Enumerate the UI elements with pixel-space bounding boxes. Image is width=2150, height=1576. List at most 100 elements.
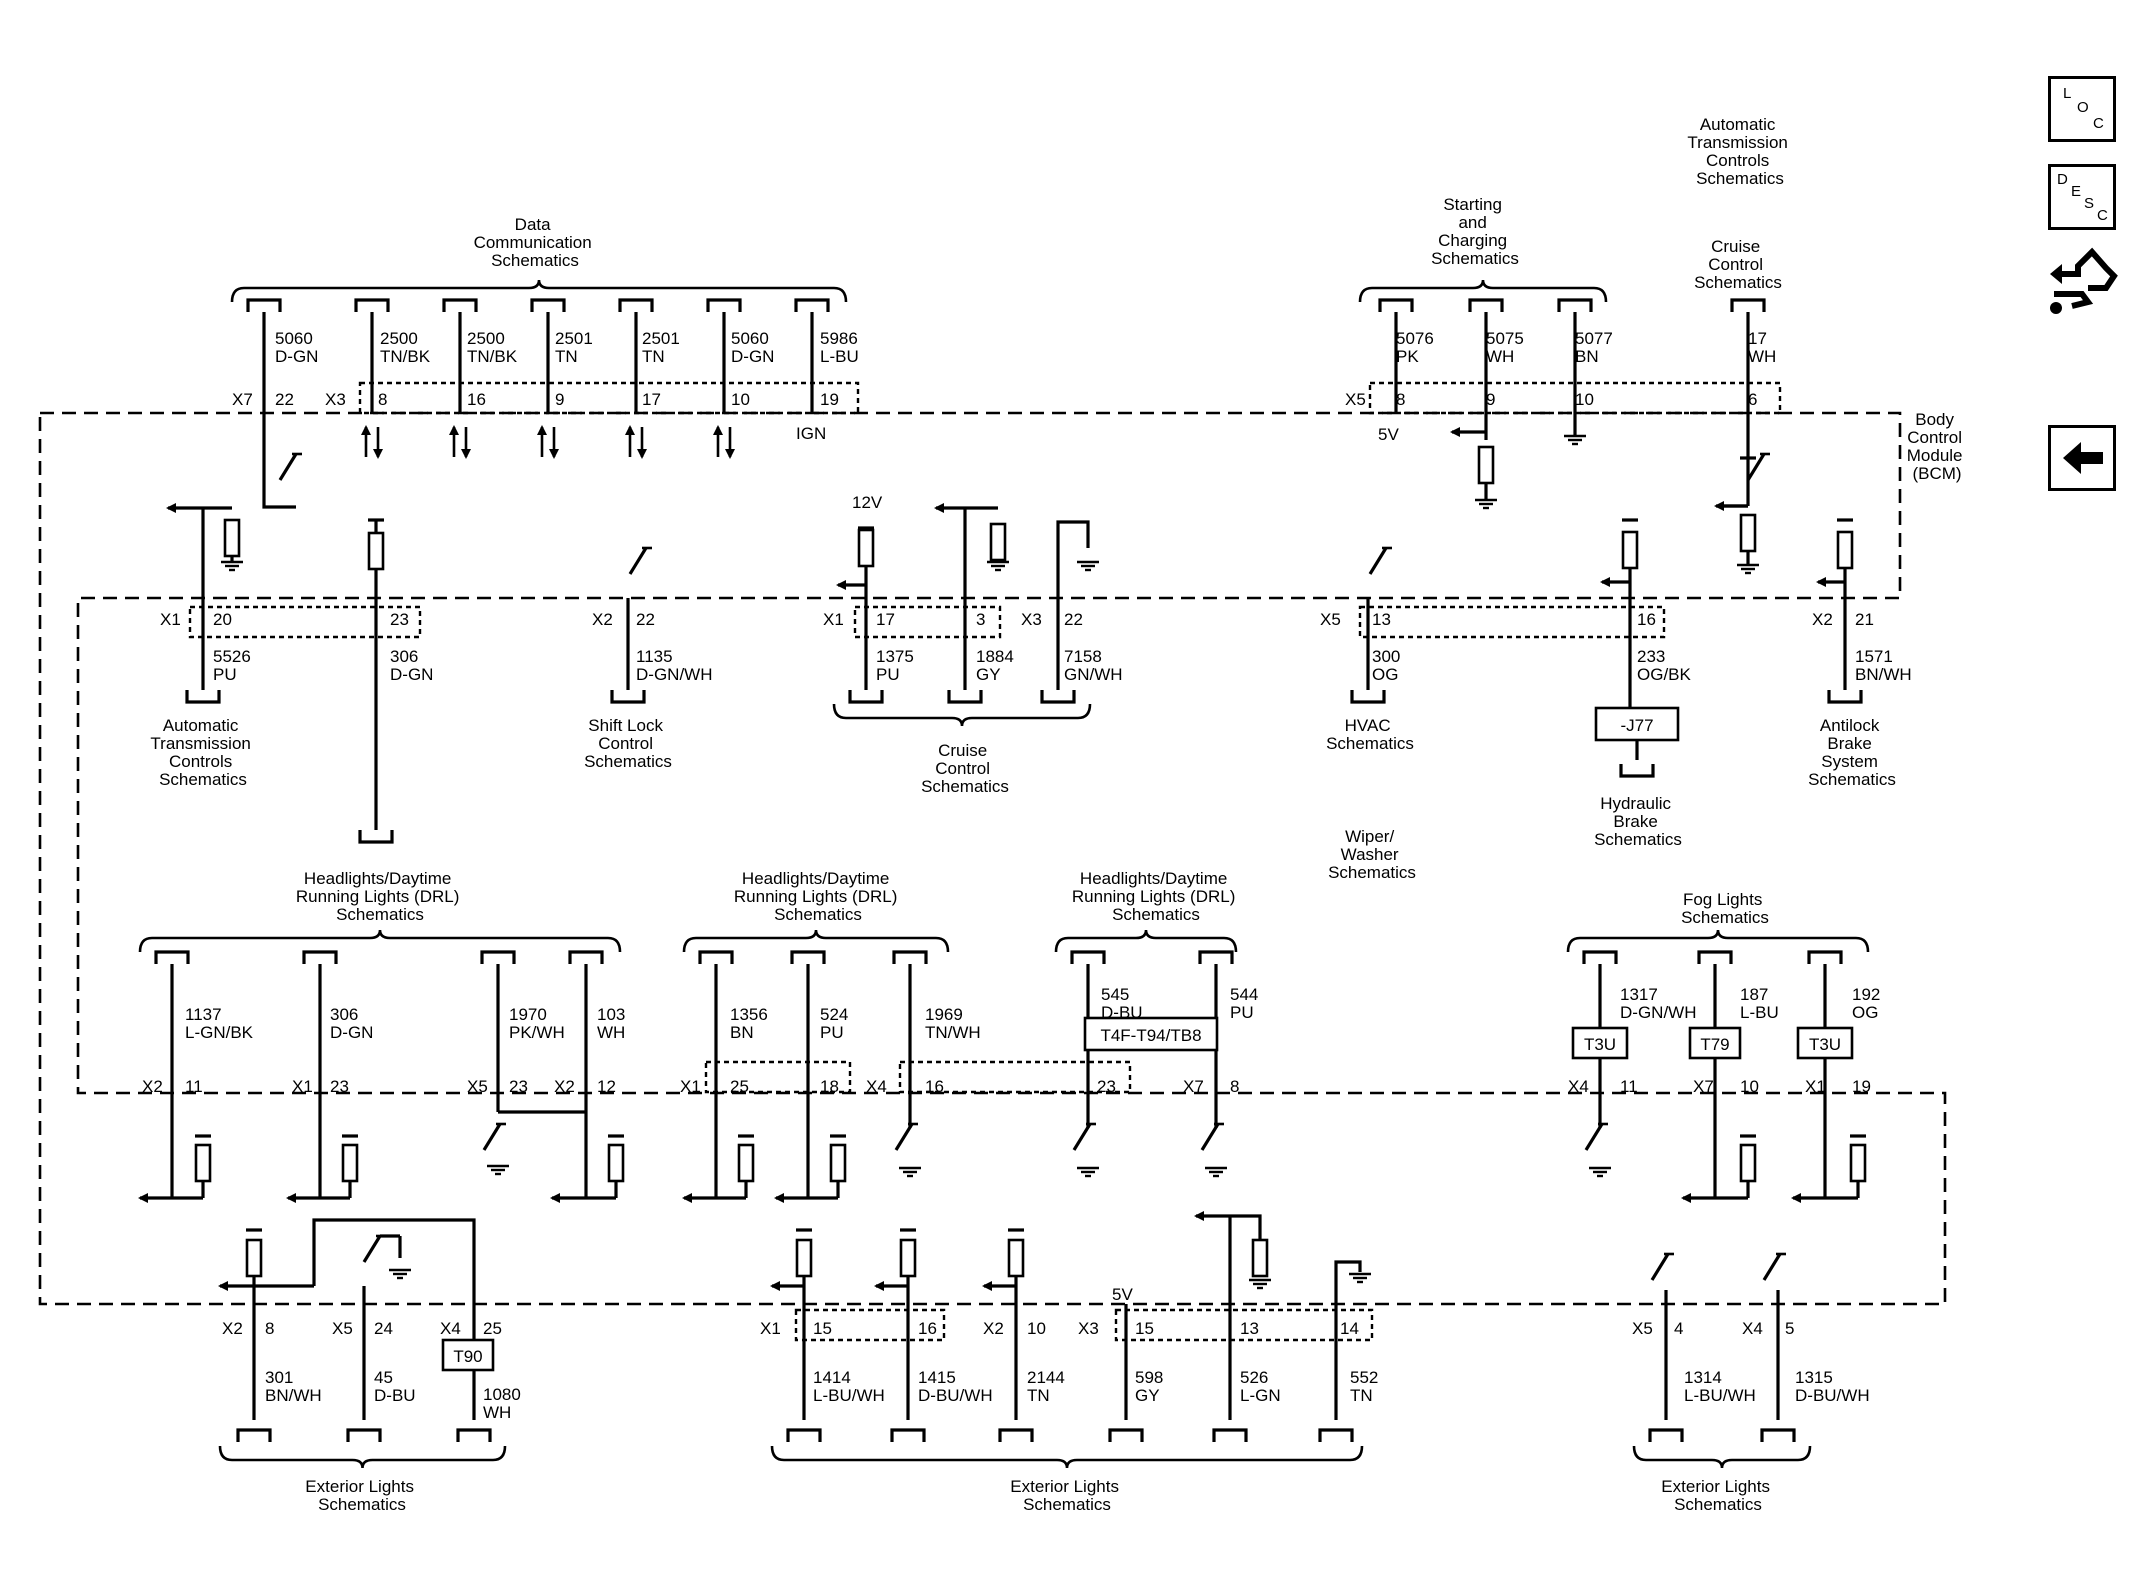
pin-16-low: 16 — [925, 1077, 944, 1096]
resistor — [1477, 445, 1495, 485]
location-button[interactable]: L O C — [2048, 76, 2116, 142]
resistor — [857, 528, 875, 568]
headlights-title-2: Headlights/Daytime Running Lights (DRL) … — [734, 869, 902, 924]
harness-bracket — [1566, 929, 1870, 953]
pin-12-low: 12 — [597, 1077, 616, 1096]
wire-segment — [456, 1428, 492, 1442]
connector-outline — [1368, 381, 1782, 415]
exterior-title-1: Exterior Lights Schematics — [305, 1477, 418, 1514]
switch-contact — [894, 1123, 914, 1151]
ground-symbol — [1564, 434, 1586, 446]
fog-title: Fog Lights Schematics — [1681, 890, 1769, 927]
wire-segment — [358, 830, 394, 844]
wire-segment — [530, 298, 566, 312]
svg-text:T90: T90 — [453, 1347, 482, 1366]
j77-component: -J77 — [1594, 706, 1680, 742]
switch-contact — [1368, 547, 1388, 575]
resistor — [899, 1238, 917, 1278]
pin-19-top: 19 — [820, 390, 839, 409]
cruise-top-title: Cruise Control Schematics — [1694, 237, 1782, 292]
ground-symbol — [389, 1268, 411, 1280]
resistor — [1621, 530, 1639, 570]
desc-letter: E — [2071, 183, 2082, 200]
resistor — [1739, 513, 1757, 553]
connector-outline — [188, 605, 422, 639]
conn-x3-mid: X3 — [1021, 610, 1042, 629]
wire-segment — [892, 950, 928, 964]
t4f-t94-tb8-component: T4F-T94/TB8 — [1083, 1016, 1219, 1052]
wire-segment — [1198, 950, 1234, 964]
wire-segment — [1378, 298, 1414, 312]
resistor — [341, 1143, 359, 1183]
wire-segment — [1070, 950, 1106, 964]
resistor — [1849, 1143, 1867, 1183]
conn-x4-low-b: X4 — [1568, 1077, 1589, 1096]
resistor — [989, 522, 1007, 562]
wire-segment — [185, 690, 221, 704]
pin-9-top: 9 — [555, 390, 564, 409]
desc-letter: S — [2084, 195, 2095, 212]
resistor — [737, 1143, 755, 1183]
pin-15-bot-b: 15 — [1135, 1319, 1154, 1338]
resistor — [1836, 530, 1854, 570]
pin-18-low: 18 — [820, 1077, 839, 1096]
conn-x1-low-a: X1 — [292, 1077, 313, 1096]
wire-segment — [1557, 298, 1593, 312]
connector-outline — [704, 1060, 852, 1094]
switch-contact — [1584, 1123, 1604, 1151]
conn-x1-mid-b: X1 — [823, 610, 844, 629]
wire-segment — [1056, 520, 1090, 598]
ground-symbol — [221, 560, 243, 572]
conn-x5-low: X5 — [467, 1077, 488, 1096]
pin-21-mid: 21 — [1855, 610, 1874, 629]
pin-16-top: 16 — [467, 390, 486, 409]
ground-symbol — [1077, 1166, 1099, 1178]
wire-segment — [262, 414, 296, 509]
switch-contact — [1200, 1123, 1220, 1151]
ground-symbol — [1349, 1272, 1371, 1284]
ground-symbol — [899, 1166, 921, 1178]
harness-bracket — [1358, 279, 1608, 303]
resistor — [194, 1143, 212, 1183]
cruise-mid-title: Cruise Control Schematics — [921, 741, 1009, 796]
conn-x1-low-c: X1 — [1805, 1077, 1826, 1096]
pin-25-bot: 25 — [483, 1319, 502, 1338]
conn-x5-bot: X5 — [332, 1319, 353, 1338]
pin-11-low: 11 — [185, 1077, 203, 1096]
conn-x7-top: X7 — [232, 390, 253, 409]
pin-23-mid: 23 — [390, 610, 409, 629]
ground-symbol — [1737, 563, 1759, 575]
pin-17-mid: 17 — [876, 610, 895, 629]
resistor — [1739, 1143, 1757, 1183]
pin-22-mid-b: 22 — [1064, 610, 1083, 629]
svg-text:T3U: T3U — [1809, 1035, 1841, 1054]
sc-title: Starting and Charging Schematics — [1431, 195, 1519, 268]
connector-end-view-icon[interactable] — [2048, 246, 2118, 326]
back-button[interactable] — [2048, 425, 2116, 491]
svg-text:T4F-T94/TB8: T4F-T94/TB8 — [1100, 1026, 1201, 1045]
description-button[interactable]: D E S C — [2048, 164, 2116, 230]
atc-top-title: Automatic Transmission Controls Schemati… — [1687, 115, 1792, 188]
resistor — [1251, 1238, 1269, 1278]
pin-16-bot: 16 — [918, 1319, 937, 1338]
